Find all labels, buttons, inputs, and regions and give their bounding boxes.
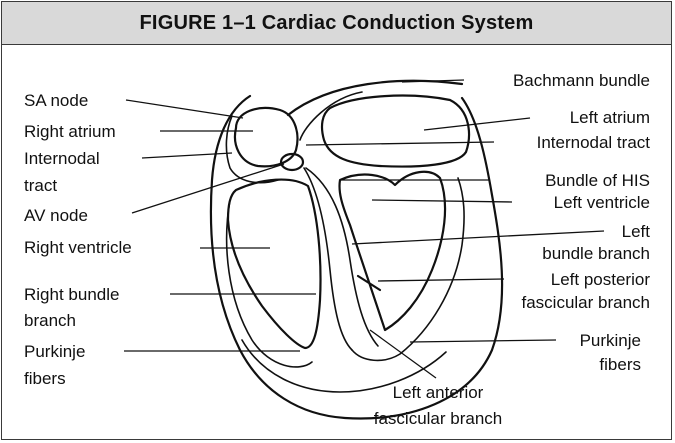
label-internodal-left-1: Internodal	[24, 149, 100, 168]
label-sa-node: SA node	[24, 91, 88, 110]
label-left-atrium: Left atrium	[570, 108, 650, 127]
leader-sa-node	[126, 100, 243, 118]
label-left-posterior-1: Left posterior	[551, 270, 651, 289]
right-ventricle-chamber	[228, 180, 321, 348]
left-posterior-fascicle-stroke	[358, 276, 380, 290]
left-ventricle-chamber	[339, 172, 445, 330]
heart-illustration	[211, 81, 502, 419]
left-atrium-chamber	[322, 96, 469, 167]
labels-left: SA node Right atrium Internodal tract AV…	[24, 91, 132, 388]
right-atrium-outer-wall	[226, 116, 278, 183]
leader-lines	[124, 80, 604, 378]
leader-left-posterior	[378, 279, 504, 281]
leader-internodal-right	[306, 142, 494, 145]
leader-left-ventricle	[372, 200, 512, 202]
label-left-ventricle: Left ventricle	[554, 193, 650, 212]
label-purkinje-right-2: fibers	[599, 355, 641, 374]
label-left-posterior-2: fascicular branch	[521, 293, 650, 312]
label-bundle-of-his: Bundle of HIS	[545, 171, 650, 190]
label-left-anterior-1: Left anterior	[393, 383, 484, 402]
label-internodal-right: Internodal tract	[537, 133, 651, 152]
labels-right: Bachmann bundle Left atrium Internodal t…	[513, 71, 650, 374]
right-bundle-branch-path	[227, 200, 312, 367]
label-av-node: AV node	[24, 206, 88, 225]
label-bachmann: Bachmann bundle	[513, 71, 650, 90]
label-purkinje-left-1: Purkinje	[24, 342, 85, 361]
labels-bottom: Left anterior fascicular branch	[374, 383, 503, 428]
label-internodal-left-2: tract	[24, 176, 57, 195]
leader-av-node	[132, 164, 284, 213]
label-purkinje-right-1: Purkinje	[580, 331, 641, 350]
label-purkinje-left-2: fibers	[24, 369, 66, 388]
right-atrium-chamber	[235, 108, 297, 166]
leader-internodal-left	[142, 153, 232, 158]
label-left-bundle-2: bundle branch	[542, 244, 650, 263]
label-left-anterior-2: fascicular branch	[374, 409, 503, 428]
label-right-bundle-2: branch	[24, 311, 76, 330]
label-right-atrium: Right atrium	[24, 122, 116, 141]
label-right-bundle-1: Right bundle	[24, 285, 119, 304]
label-right-ventricle: Right ventricle	[24, 238, 132, 257]
label-left-bundle-1: Left	[622, 222, 651, 241]
leader-left-anterior	[370, 330, 436, 378]
leader-left-bundle	[352, 231, 604, 244]
leader-purkinje-right	[410, 340, 556, 342]
